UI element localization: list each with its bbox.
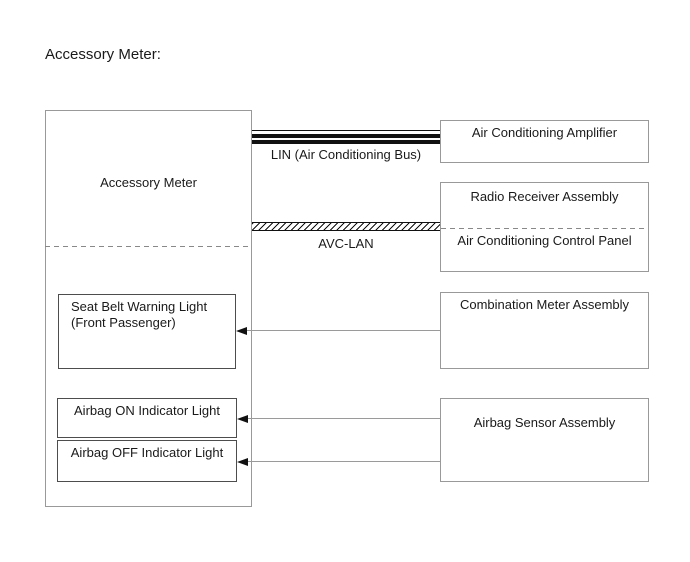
airbag-sensor-assembly-label: Airbag Sensor Assembly	[473, 415, 616, 430]
air-conditioning-control-panel-label: Air Conditioning Control Panel	[457, 233, 632, 248]
lin-bus-band	[252, 130, 440, 144]
airbag-off-indicator-light-box: Airbag OFF Indicator Light	[57, 440, 237, 482]
arrow-airbag-sensor-to-airbag-off-light	[237, 458, 440, 466]
seat-belt-warning-light-label-line2: (Front Passenger)	[71, 315, 176, 330]
radio-receiver-ac-control-panel-box: Radio Receiver Assembly Air Conditioning…	[440, 182, 649, 272]
combination-meter-assembly-box: Combination Meter Assembly	[440, 292, 649, 369]
accessory-meter-box	[45, 110, 252, 507]
arrow-left-head-icon	[237, 458, 248, 466]
airbag-on-indicator-light-box: Airbag ON Indicator Light	[57, 398, 237, 438]
arrow-airbag-sensor-to-airbag-on-light	[237, 415, 440, 423]
airbag-sensor-assembly-box: Airbag Sensor Assembly	[440, 398, 649, 482]
diagram-title: Accessory Meter:	[45, 46, 161, 63]
arrow-shaft	[245, 461, 440, 462]
radio-box-divider-dashed-line	[441, 228, 648, 229]
airbag-off-indicator-light-label: Airbag OFF Indicator Light	[70, 445, 224, 460]
arrow-left-head-icon	[237, 415, 248, 423]
air-conditioning-amplifier-label: Air Conditioning Amplifier	[471, 125, 618, 140]
arrow-shaft	[245, 418, 440, 419]
arrow-left-head-icon	[236, 327, 247, 335]
combination-meter-assembly-label: Combination Meter Assembly	[459, 297, 630, 312]
accessory-meter-divider-dashed-line	[45, 246, 252, 247]
arrow-shaft	[244, 330, 440, 331]
arrow-combination-meter-to-seat-belt-light	[236, 327, 440, 335]
accessory-meter-label: Accessory Meter	[100, 175, 197, 190]
radio-receiver-assembly-label: Radio Receiver Assembly	[470, 189, 619, 204]
lin-bus-label: LIN (Air Conditioning Bus)	[270, 147, 422, 162]
airbag-on-indicator-light-label: Airbag ON Indicator Light	[74, 403, 220, 418]
seat-belt-warning-light-box: Seat Belt Warning Light (Front Passenger…	[58, 294, 236, 369]
seat-belt-warning-light-label-line1: Seat Belt Warning Light	[71, 299, 208, 314]
avc-lan-bus-band	[252, 222, 440, 231]
air-conditioning-amplifier-box: Air Conditioning Amplifier	[440, 120, 649, 163]
avc-lan-bus-label: AVC-LAN	[318, 236, 374, 251]
